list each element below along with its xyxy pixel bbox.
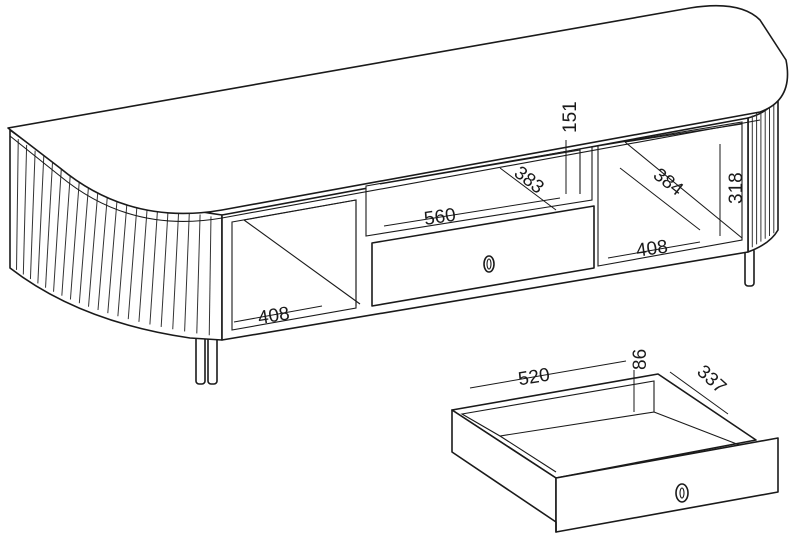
flute-line bbox=[172, 210, 180, 330]
label-520: 520 bbox=[517, 365, 552, 391]
flute-line bbox=[88, 184, 99, 307]
label-560: 560 bbox=[423, 205, 457, 230]
compartment-middle-top bbox=[365, 146, 593, 237]
flute-line bbox=[160, 207, 169, 327]
flute-line bbox=[149, 204, 159, 325]
dim-line-408-left bbox=[233, 305, 323, 323]
leg-front-right bbox=[744, 247, 755, 287]
compartment-left-floor-edge bbox=[243, 219, 361, 305]
drawer-floor-edge-left bbox=[499, 435, 557, 473]
label-408-left: 408 bbox=[257, 303, 292, 329]
flute-line bbox=[107, 191, 119, 314]
flute-line bbox=[37, 156, 45, 284]
flute-line bbox=[196, 214, 201, 334]
flute-line bbox=[78, 180, 90, 304]
compartment-left-back bbox=[243, 199, 357, 306]
dim-line-337 bbox=[669, 371, 729, 415]
flute-line bbox=[53, 166, 62, 292]
label-151: 151 bbox=[560, 101, 581, 133]
compartment-middle-back bbox=[379, 149, 581, 194]
dim-line-384 bbox=[619, 167, 701, 231]
cabinet-drawer-knob bbox=[483, 255, 495, 273]
compartment-right bbox=[597, 121, 743, 267]
flute-line bbox=[16, 139, 19, 270]
flute-line bbox=[138, 201, 149, 322]
fluting-lines-right bbox=[751, 103, 775, 248]
drawer-knob bbox=[675, 483, 689, 503]
label-318: 318 bbox=[726, 172, 747, 204]
flute-line bbox=[45, 161, 54, 288]
label-408-right: 408 bbox=[635, 236, 669, 261]
cabinet-top-surface bbox=[7, 4, 789, 215]
drawer-knob-inner bbox=[679, 487, 685, 499]
compartment-right-floor-edge bbox=[624, 141, 743, 239]
flute-line bbox=[61, 171, 72, 296]
flute-line bbox=[208, 216, 212, 336]
flute-line bbox=[29, 150, 36, 280]
cabinet-drawer-front bbox=[371, 205, 595, 307]
cabinet-top-edge bbox=[9, 119, 761, 223]
flute-line bbox=[184, 212, 190, 332]
flute-line bbox=[127, 198, 139, 320]
flute-line bbox=[22, 144, 28, 275]
flute-line bbox=[117, 195, 129, 317]
drawer bbox=[451, 373, 779, 533]
cabinet-drawer-knob-inner bbox=[486, 258, 492, 270]
drawer-front-panel bbox=[555, 437, 779, 533]
leg-front-left bbox=[195, 331, 206, 385]
flute-line bbox=[69, 175, 81, 300]
dim-line-408-right bbox=[607, 241, 701, 259]
label-86: 86 bbox=[630, 349, 651, 370]
dim-line-383 bbox=[499, 167, 557, 211]
fluting-lines bbox=[16, 139, 212, 336]
flute-line bbox=[97, 188, 109, 311]
tv-cabinet bbox=[7, 4, 789, 385]
compartment-left bbox=[231, 199, 357, 331]
dim-line-560 bbox=[383, 197, 561, 227]
dim-line-520 bbox=[469, 360, 627, 389]
drawer-floor-edge-right bbox=[653, 411, 743, 447]
